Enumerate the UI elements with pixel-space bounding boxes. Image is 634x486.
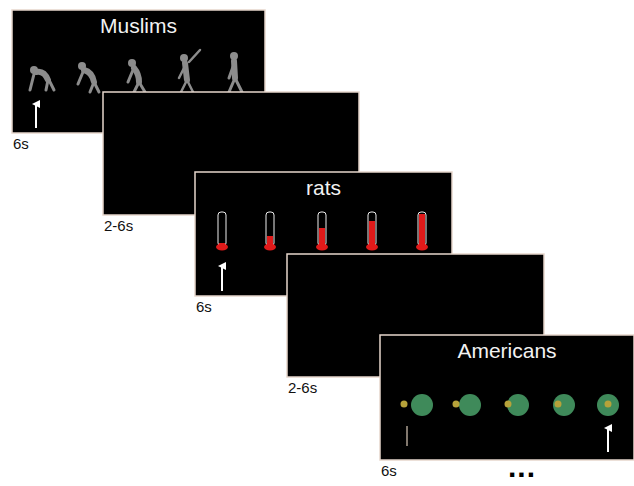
response-arrow xyxy=(35,104,37,128)
screen-5 xyxy=(380,335,634,460)
response-arrow xyxy=(221,266,223,291)
duration-label: 2-6s xyxy=(288,379,317,396)
stimulus-word: rats xyxy=(195,176,452,200)
duration-label: 6s xyxy=(13,135,29,152)
duration-label: 2-6s xyxy=(104,217,133,234)
stimulus-screen: Americans6s xyxy=(380,335,634,460)
stimulus-screen: rats6s xyxy=(195,172,452,296)
stimulus-word: Muslims xyxy=(12,14,265,38)
duration-label: 6s xyxy=(381,462,397,479)
continuation-mark: ... xyxy=(508,450,536,484)
evolution-figures xyxy=(30,50,242,92)
stimulus-word: Americans xyxy=(380,339,634,363)
response-arrow xyxy=(607,428,609,452)
circle-overlap-scale xyxy=(401,394,620,416)
scale-tick xyxy=(406,426,407,446)
duration-label: 6s xyxy=(196,298,212,315)
thermometers xyxy=(216,212,428,251)
stimulus-screen: Muslims6s xyxy=(12,10,265,133)
